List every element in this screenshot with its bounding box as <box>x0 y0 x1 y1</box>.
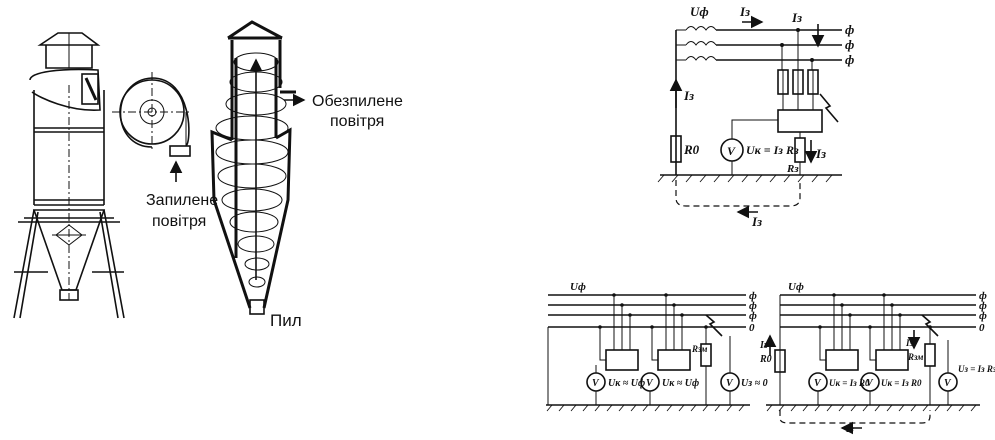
bl-u3: Uз ≈ 0 <box>741 378 768 389</box>
cyclone-top-view-drawing <box>112 72 192 182</box>
top-i-right: Iз <box>815 146 826 161</box>
br-rzm: Rзм <box>907 352 923 362</box>
br-r0: R0 <box>759 354 772 365</box>
bottom-right-circuit <box>763 293 980 435</box>
br-i-fault: Iз <box>905 338 914 348</box>
top-i-left: Iз <box>683 88 694 103</box>
top-i-fault-1: Iз <box>739 4 750 19</box>
bl-uk1: Uк ≈ Uф <box>608 378 645 389</box>
top-voltmeter: V <box>727 144 736 158</box>
bl-rzm: Rзм <box>691 344 707 354</box>
top-phase-1: ф <box>845 22 854 37</box>
br-i-bottom: Iз <box>845 424 854 435</box>
top-phase-3: ф <box>845 52 854 67</box>
bl-v3: V <box>726 378 734 389</box>
outlet-label-line2: повітря <box>330 113 384 130</box>
bl-phase-1: ф <box>749 290 757 302</box>
br-v2: V <box>866 378 874 389</box>
bl-neutral: 0 <box>749 322 755 334</box>
top-i-bottom: Iз <box>751 214 762 229</box>
bottom-left-circuit <box>546 293 750 412</box>
outlet-label-line1: Обезпилене <box>312 93 403 110</box>
top-r0: R0 <box>683 142 700 157</box>
top-uk-formula: Uк = Iз Rз <box>746 143 799 157</box>
br-u3: Uз = Iз Rзм <box>958 364 995 374</box>
inlet-label-line1: Запилене <box>146 192 218 209</box>
bl-u-phase: Uф <box>570 281 586 293</box>
dust-label: Пил <box>270 311 302 330</box>
top-rz: Rз <box>786 163 799 175</box>
bl-uk2: Uк ≈ Uф <box>662 378 699 389</box>
bl-phase-3: ф <box>749 310 757 322</box>
top-i-fault-2: Iз <box>791 10 802 25</box>
inlet-label-line2: повітря <box>152 213 206 230</box>
br-uk1: Uк = Iз R0 <box>829 378 870 388</box>
cyclone-exterior-drawing <box>13 32 125 319</box>
br-neutral: 0 <box>979 322 985 334</box>
br-phase-2: ф <box>979 300 987 312</box>
br-v1: V <box>814 378 822 389</box>
br-i-left: Iз <box>759 340 768 351</box>
br-u-phase: Uф <box>788 281 804 293</box>
cyclone-section-drawing <box>210 20 306 315</box>
bl-v2: V <box>646 378 654 389</box>
top-phase-2: ф <box>845 37 854 52</box>
br-uk2: Uк = Iз R0 <box>881 378 922 388</box>
bl-v1: V <box>592 378 600 389</box>
bl-phase-2: ф <box>749 300 757 312</box>
br-phase-1: ф <box>979 290 987 302</box>
top-circuit <box>657 15 842 219</box>
top-u-phase: Uф <box>690 4 709 19</box>
br-v3: V <box>944 378 952 389</box>
br-phase-3: ф <box>979 310 987 322</box>
